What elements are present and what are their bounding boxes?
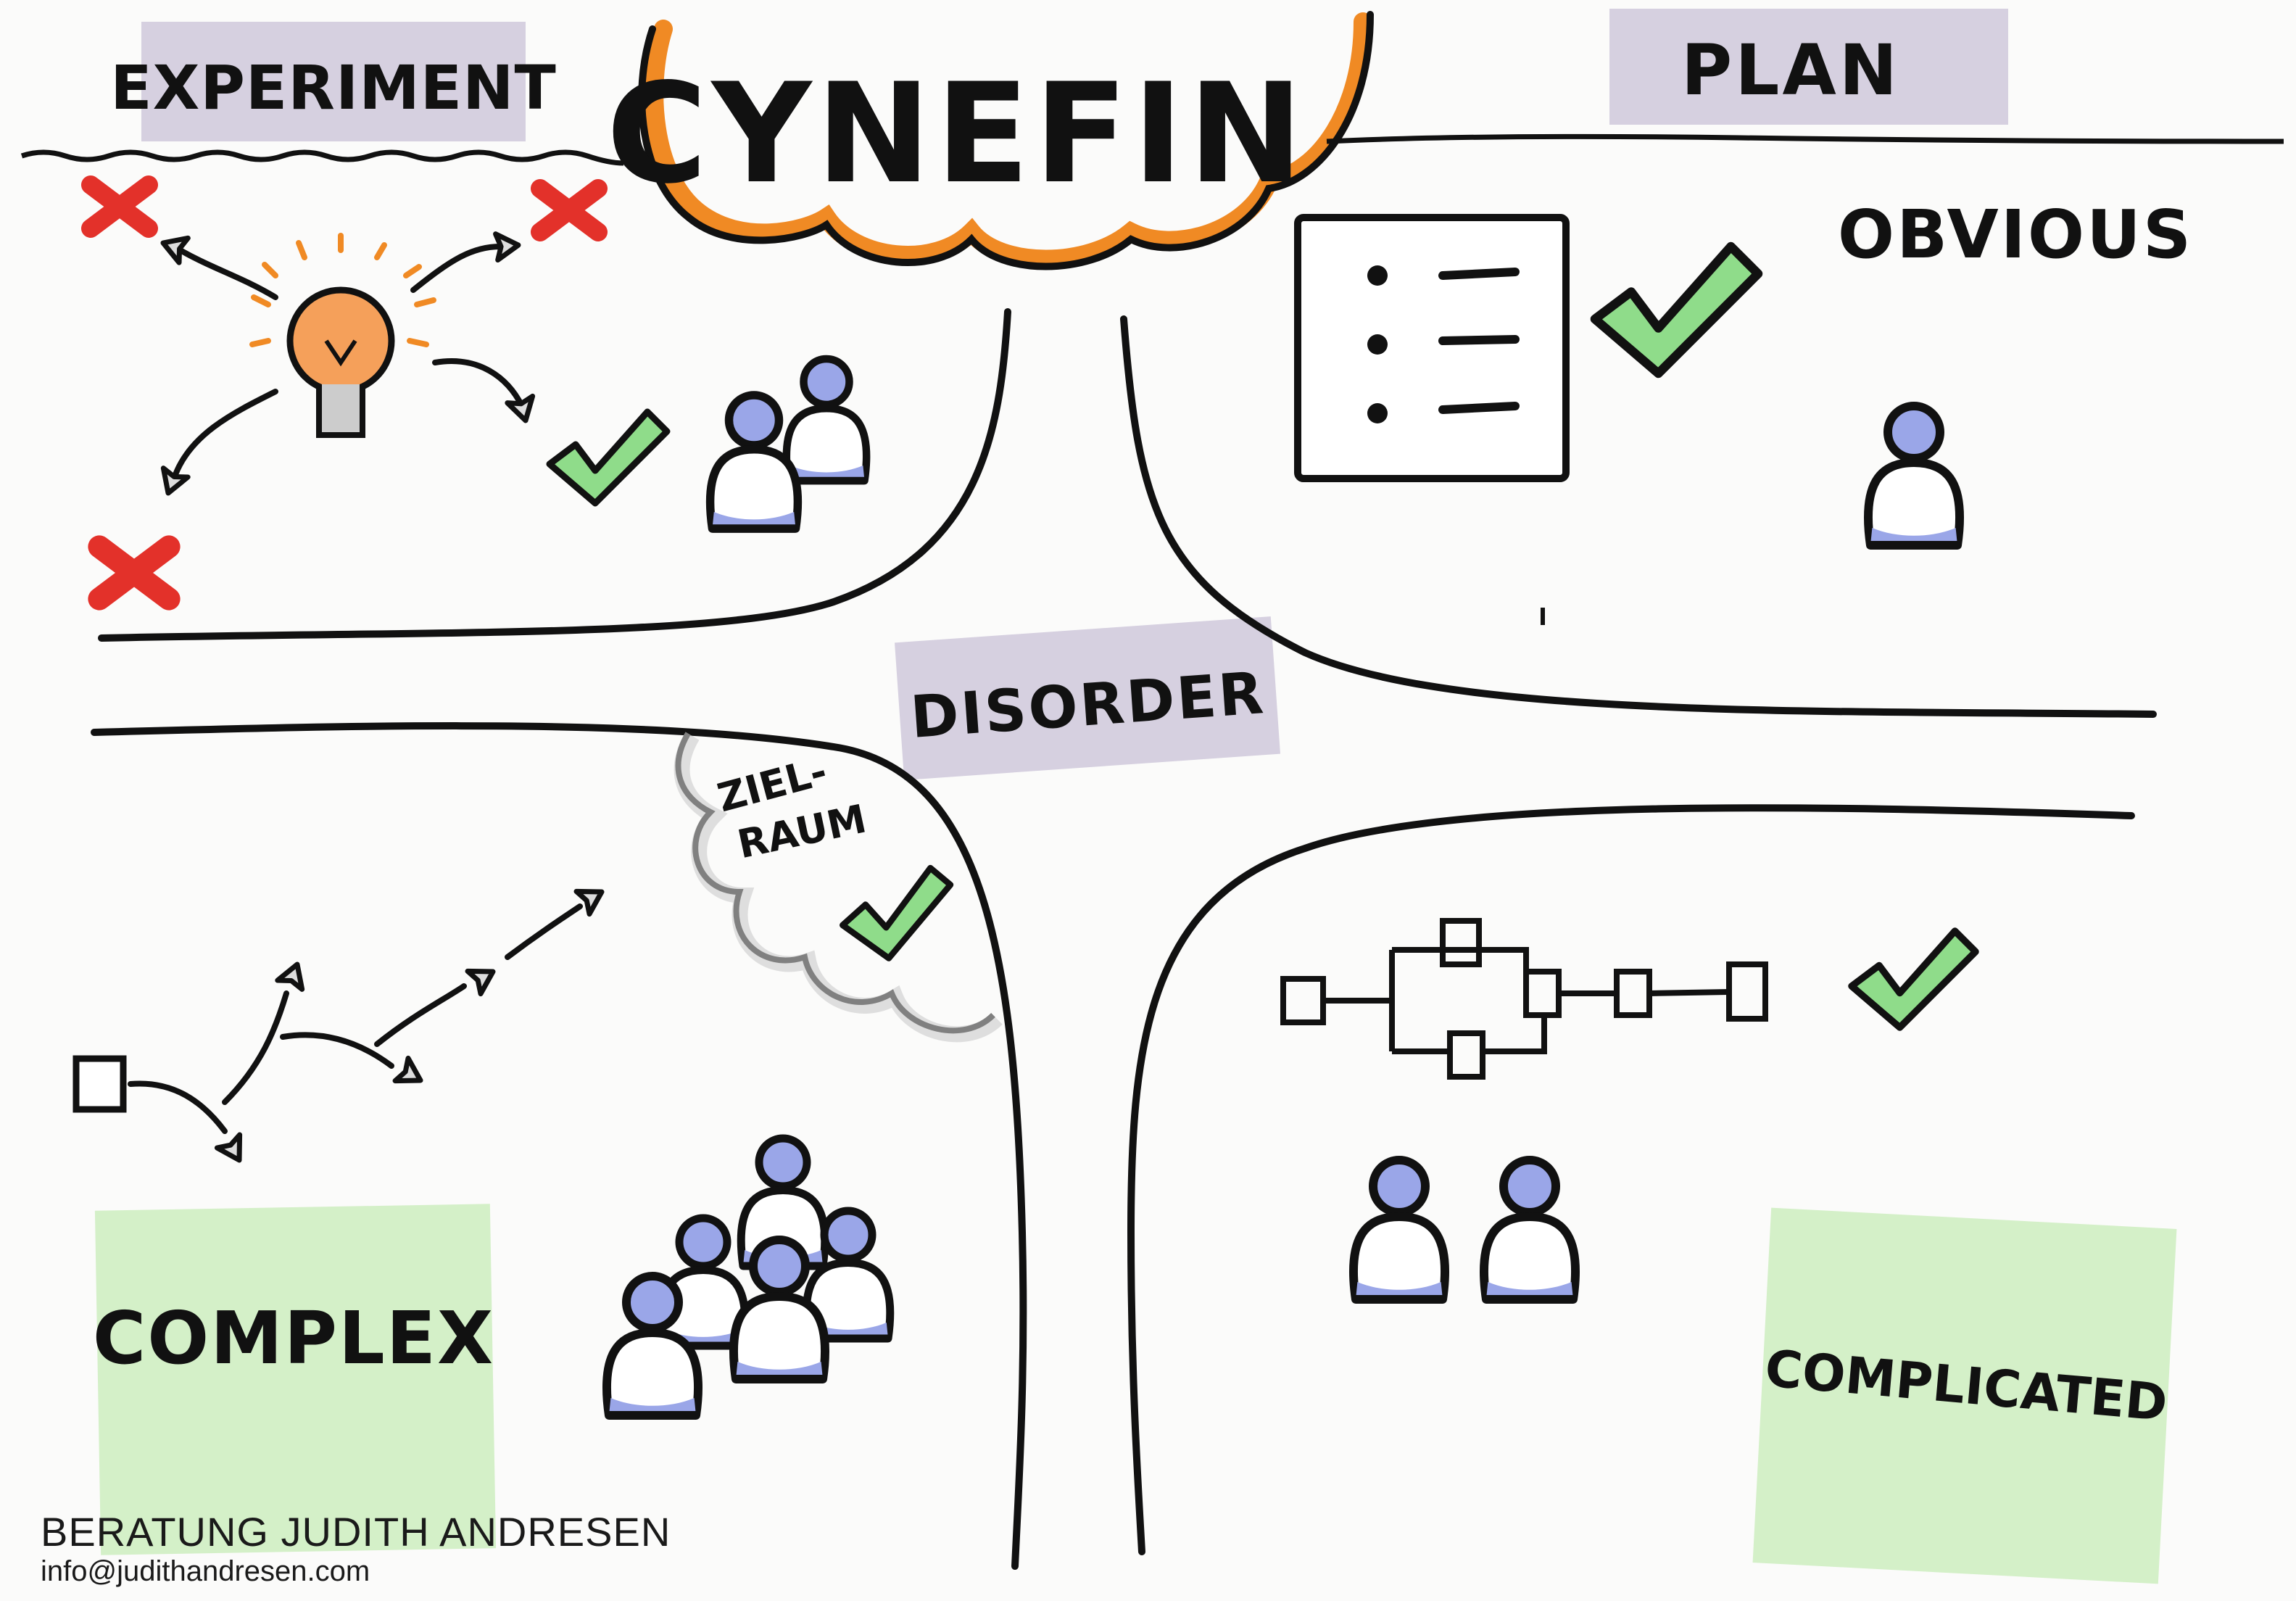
arrow-head [468,960,500,993]
credit-block: BERATUNG JUDITH ANDRESEN info@judithandr… [41,1510,671,1588]
svg-text:PLAN: PLAN [1681,30,1900,111]
cross-icon [99,547,169,599]
person-icon [1354,1160,1445,1299]
flowchart-icon [1280,918,1768,1080]
check-icon [838,866,956,962]
person-icon [1868,406,1960,545]
arrow-head [159,231,188,262]
page-title: CYNEFIN [606,54,1307,214]
title-cloud: CYNEFIN [606,11,1374,270]
tag-experiment: EXPERIMENT [110,22,557,141]
lightbulb-icon [249,233,436,438]
top-line [20,149,624,166]
cloud-icon [645,12,1372,269]
arrow-head [156,468,188,498]
sticky-complex: COMPLEX [93,1204,497,1555]
obvious-label: OBVIOUS [1838,196,2193,273]
sticky-complicated: COMPLICATED [1752,1207,2177,1584]
arrow-head [507,396,539,423]
arrow-head [278,960,310,990]
arrow-head [496,232,520,260]
credit-name: BERATUNG JUDITH ANDRESEN [41,1509,671,1555]
check-icon [1852,931,1976,1027]
cross-icon [540,189,598,232]
cross-icon [91,185,149,228]
tag-disorder: DISORDER [895,616,1280,780]
person-icon [710,395,798,529]
credit-email: info@judithandresen.com [41,1555,370,1587]
team-cluster [607,1138,890,1415]
svg-text:EXPERIMENT: EXPERIMENT [110,52,557,123]
domain-boundaries [91,308,2157,1570]
top-line-right [1326,133,2284,144]
experiment-arrows [171,244,525,481]
emergent-path [72,880,608,1167]
arrow-head [395,1058,427,1091]
checklist-icon [1294,214,1570,482]
check-icon [550,412,667,503]
check-icon [1595,247,1758,373]
svg-text:COMPLEX: COMPLEX [93,1296,494,1381]
tag-plan: PLAN [1609,9,2008,125]
person-icon [787,359,866,481]
person-icon [1484,1160,1575,1299]
arrow-head [217,1135,250,1167]
